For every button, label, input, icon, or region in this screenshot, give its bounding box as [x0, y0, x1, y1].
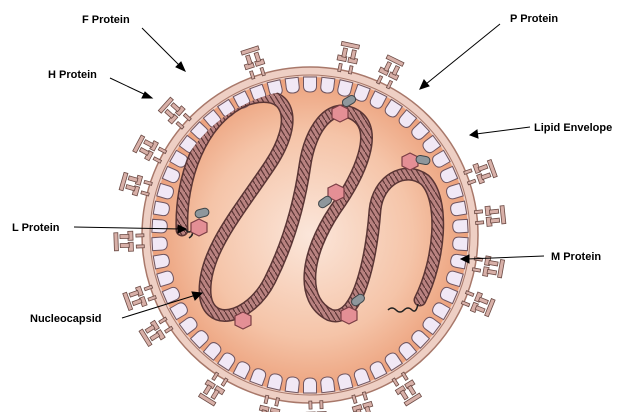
m-protein-unit	[452, 237, 468, 251]
glycoprotein-spike	[240, 46, 268, 81]
spike-segment	[128, 176, 138, 182]
lipid-envelope-arrowhead	[470, 130, 478, 138]
m-protein-unit	[304, 77, 317, 92]
spike-segment	[159, 317, 167, 324]
spike-segment	[351, 50, 357, 60]
spike-segment	[476, 221, 484, 225]
spike-segment	[400, 390, 408, 400]
l-protein-label: L Protein	[12, 222, 60, 234]
spike-segment	[139, 148, 149, 156]
spike-segment	[120, 234, 129, 238]
h-protein-leader-line	[110, 78, 146, 95]
glycoprotein-spike	[474, 205, 506, 228]
m-protein-unit	[320, 77, 335, 93]
spike-segment	[126, 185, 136, 191]
spike-segment	[490, 218, 499, 223]
spike-segment	[270, 408, 280, 412]
m-protein-unit	[452, 219, 468, 233]
spike-segment	[165, 326, 173, 333]
l-protein-hexagon	[235, 312, 251, 329]
m-protein-label: M Protein	[551, 251, 601, 263]
m-protein-unit	[152, 237, 168, 251]
spike-segment	[320, 401, 323, 409]
m-protein-unit	[304, 378, 317, 393]
p-protein-arrowhead	[420, 80, 429, 89]
l-protein-hexagon	[191, 219, 207, 236]
m-protein-unit	[320, 376, 335, 392]
glycoprotein-spike	[114, 231, 145, 252]
spike-segment	[211, 390, 219, 400]
glycoprotein-spike	[463, 159, 498, 188]
spike-segment	[489, 209, 498, 214]
lipid-envelope-leader-line	[476, 127, 530, 134]
spike-segment	[132, 299, 142, 306]
spike-segment	[479, 297, 489, 304]
spike-segment	[114, 233, 119, 251]
spike-segment	[474, 210, 482, 214]
spike-segment	[136, 234, 144, 237]
spike-segment	[212, 372, 219, 380]
m-protein-unit	[152, 219, 168, 233]
spike-segment	[392, 66, 400, 76]
spike-segment	[487, 269, 497, 275]
lipid-envelope-label: Lipid Envelope	[534, 122, 612, 134]
spike-segment	[144, 140, 154, 148]
glycoprotein-spike	[335, 41, 361, 75]
spike-segment	[136, 245, 144, 248]
l-protein-hexagon	[332, 105, 348, 122]
spike-segment	[221, 378, 228, 386]
spike-segment	[478, 164, 488, 171]
m-protein-unit	[285, 376, 300, 392]
p-protein-label: P Protein	[510, 13, 558, 25]
spike-segment	[481, 173, 491, 180]
l-protein-hexagon	[341, 307, 357, 324]
spike-segment	[150, 333, 160, 341]
p-protein-leader-line	[426, 24, 500, 84]
spike-segment	[408, 385, 416, 395]
spike-segment	[171, 103, 180, 112]
glycoprotein-spike	[460, 288, 495, 318]
spike-segment	[401, 372, 408, 380]
spike-segment	[498, 259, 505, 277]
l-protein-hexagon	[402, 153, 418, 170]
spike-segment	[254, 52, 261, 62]
m-protein-unit	[285, 77, 300, 93]
spike-segment	[489, 261, 499, 267]
spike-segment	[145, 325, 155, 333]
spike-segment	[120, 243, 129, 247]
f-protein-leader-line	[142, 28, 180, 66]
spike-segment	[203, 385, 211, 395]
spike-segment	[309, 401, 312, 409]
spike-segment	[392, 378, 399, 386]
nucleocapsid-label: Nucleocapsid	[30, 313, 102, 325]
h-protein-arrowhead	[142, 92, 152, 98]
f-protein-label: F Protein	[82, 14, 130, 26]
spike-segment	[165, 109, 174, 118]
h-protein-label: H Protein	[48, 69, 97, 81]
glycoprotein-spike	[119, 171, 153, 198]
spike-segment	[246, 55, 253, 65]
spike-segment	[129, 290, 139, 297]
glycoprotein-spike	[122, 282, 157, 311]
spike-segment	[475, 306, 485, 313]
spike-segment	[500, 206, 506, 224]
spike-segment	[342, 48, 348, 58]
spike-segment	[384, 62, 392, 72]
